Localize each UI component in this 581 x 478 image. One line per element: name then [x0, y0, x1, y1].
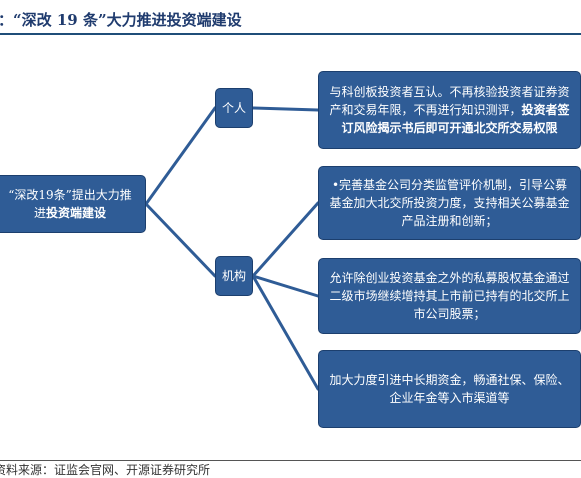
page-title: ：“深改 19 条”大力推进投资端建设 — [0, 11, 242, 29]
individual-node-label: 个人 — [221, 101, 246, 115]
root-node: “深改19条”提出大力推进投资端建设 — [0, 175, 146, 233]
individual-detail-plain: 与科创板投资者互认。不再核验投资者证券资产和交易年限，不再进行知识测评， — [329, 85, 570, 117]
source-divider — [0, 460, 581, 461]
institution-detail-box-2: 允许除创业投资基金之外的私募股权基金通过二级市场继续增持其上市前已持有的北交所上… — [318, 258, 581, 334]
connector-institution-to-detail-2 — [251, 274, 320, 298]
individual-detail-box: 与科创板投资者互认。不再核验投资者证券资产和交易年限，不再进行知识测评，投资者签… — [318, 71, 581, 149]
institution-node: 机构 — [215, 256, 253, 296]
connector-root-to-individual — [144, 106, 217, 206]
institution-detail-text-3: 加大力度引进中长期资金，畅通社保、保险、企业年金等入市渠道等 — [329, 373, 570, 405]
individual-detail-text: 与科创板投资者互认。不再核验投资者证券资产和交易年限，不再进行知识测评，投资者签… — [327, 83, 572, 137]
connector-institution-to-detail-3 — [251, 274, 320, 391]
individual-detail-bold: 投资者签订风险揭示书后即可开通北交所交易权限 — [341, 103, 570, 135]
institution-node-label: 机构 — [221, 269, 246, 283]
connector-individual-to-detail — [251, 106, 320, 112]
root-node-text-plain: “深改19条”提出大力推进 — [8, 188, 132, 220]
connector-root-to-institution — [144, 202, 217, 278]
individual-node: 个人 — [215, 88, 253, 128]
root-node-text-bold: 投资端建设 — [46, 206, 107, 220]
root-node-text: “深改19条”提出大力推进投资端建设 — [3, 186, 137, 222]
institution-detail-text-1: •完善基金公司分类监管评价机制，引导公募基金加大北交所投资力度，支持相关公募基金… — [329, 178, 570, 228]
institution-detail-box-3: 加大力度引进中长期资金，畅通社保、保险、企业年金等入市渠道等 — [318, 350, 581, 428]
connector-institution-to-detail-1 — [251, 201, 320, 278]
institution-detail-text-2: 允许除创业投资基金之外的私募股权基金通过二级市场继续增持其上市前已持有的北交所上… — [329, 271, 570, 321]
title-divider — [0, 33, 581, 35]
source-note: 资料来源：证监会官网、开源证券研究所 — [0, 463, 211, 477]
institution-detail-box-1: •完善基金公司分类监管评价机制，引导公募基金加大北交所投资力度，支持相关公募基金… — [318, 166, 581, 240]
